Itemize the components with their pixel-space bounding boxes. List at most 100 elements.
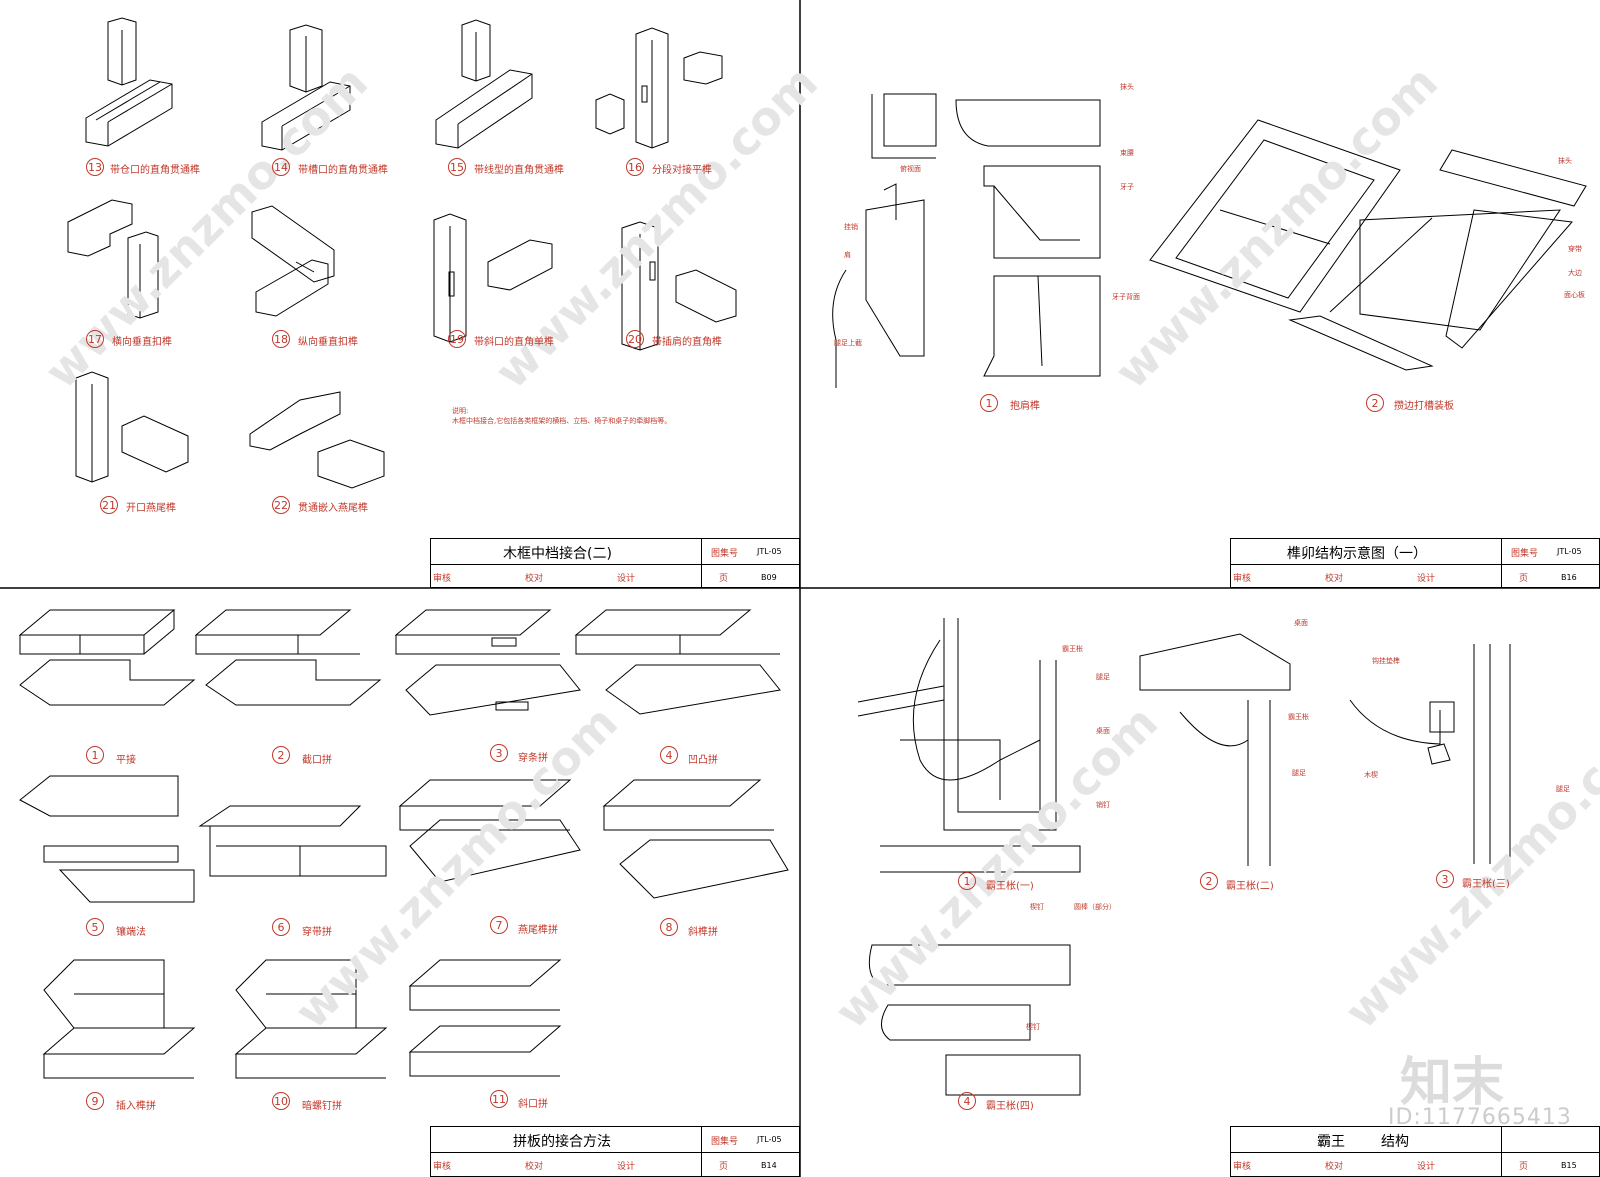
callout: 霸王枨	[1288, 713, 1309, 721]
item-label: 凹凸拼	[688, 755, 718, 766]
title-block-b15: 霸王 结构 审核 校对 设计 页 B15	[1230, 1126, 1600, 1177]
item-label: 带线型的直角贯通榫	[474, 165, 564, 176]
item-number: 22	[272, 496, 290, 514]
item-label: 带槽口的直角贯通榫	[298, 165, 388, 176]
design-label: 设计	[617, 574, 636, 584]
item-label: 带仓口的直角贯通榫	[110, 165, 200, 176]
title-block-b09: 木框中档接合(二) 图集号 JTL-05 审核 校对 设计 页 B09	[430, 538, 800, 588]
callout: 俯视面	[900, 165, 921, 173]
callout: 霸王枨	[1062, 645, 1083, 653]
callout: 腿足	[1556, 785, 1570, 793]
item-number: 11	[490, 1090, 508, 1108]
callout: 钩挂垫榫	[1372, 657, 1400, 665]
item-label: 横向垂直扣榫	[112, 337, 172, 348]
joint-22-drawing	[249, 391, 385, 489]
title-block-b16: 榫卯结构示意图（一） 图集号 JTL-05 审核 校对 设计 页 B16	[1230, 538, 1600, 588]
item-number: 9	[86, 1092, 104, 1110]
item-label: 斜口拼	[518, 1099, 548, 1110]
boards-1	[18, 609, 196, 706]
watermark-brand: 知末	[1400, 1053, 1505, 1113]
page-no: B09	[761, 573, 777, 582]
callout: 穿带	[1568, 245, 1582, 253]
boards-4	[574, 609, 781, 715]
design-label: 设计	[617, 1162, 636, 1172]
callout: 抹头	[1558, 157, 1572, 165]
item-number: 18	[272, 330, 290, 348]
item-number: 19	[448, 330, 466, 348]
design-label: 设计	[1417, 574, 1436, 584]
item-number: 3	[1436, 870, 1454, 888]
page-label: 页	[719, 1162, 729, 1172]
item-label: 开口燕尾榫	[126, 503, 176, 514]
item-label: 燕尾榫拼	[518, 925, 558, 936]
page-label: 页	[1519, 574, 1529, 584]
check-label: 校对	[1325, 1162, 1344, 1172]
page-label: 页	[719, 574, 729, 584]
callout: 牙子背面	[1112, 293, 1140, 301]
boards-11	[408, 959, 562, 1077]
callout: 大边	[1568, 269, 1582, 277]
check-label: 校对	[1325, 574, 1344, 584]
joint-16-drawing	[595, 27, 723, 149]
page-no: B16	[1561, 573, 1577, 582]
joint-14-drawing	[261, 24, 351, 151]
callout: 腿足上截	[834, 339, 862, 347]
item-label: 穿条拼	[518, 753, 548, 764]
check-label: 校对	[525, 574, 544, 584]
sheet-title-tail: 结构	[1381, 1134, 1409, 1150]
joint-18-drawing	[251, 205, 335, 317]
item-label: 霸王枨(一)	[986, 881, 1034, 892]
item-number: 6	[272, 918, 290, 936]
item-label: 带斜口的直角单榫	[474, 337, 554, 348]
brace-2-drawing	[1139, 633, 1291, 866]
item-number: 10	[272, 1092, 290, 1110]
item-number: 15	[448, 158, 466, 176]
check-label: 校对	[525, 1162, 544, 1172]
item-number: 21	[100, 496, 118, 514]
callout: 牙子	[1120, 183, 1134, 191]
review-label: 审核	[433, 1162, 452, 1172]
item-number: 7	[490, 916, 508, 934]
atlas-no: JTL-05	[757, 547, 782, 556]
atlas-label: 图集号	[711, 549, 739, 559]
callout: 腿足	[1292, 769, 1306, 777]
item-label: 霸王枨(三)	[1462, 879, 1510, 890]
item-label: 抱肩榫	[1010, 401, 1040, 412]
callout: 圆棒（部分）	[1074, 903, 1116, 911]
callout: 面心板	[1564, 291, 1585, 299]
item-number: 4	[958, 1092, 976, 1110]
review-label: 审核	[433, 574, 452, 584]
review-label: 审核	[1233, 1162, 1252, 1172]
callout: 挂销	[844, 223, 858, 231]
joint-21-drawing	[75, 371, 189, 483]
sheet-title: 霸王	[1317, 1134, 1345, 1150]
boards-2	[194, 609, 382, 706]
page-no: B14	[761, 1161, 777, 1170]
item-number: 17	[86, 330, 104, 348]
item-label: 霸王枨(二)	[1226, 881, 1274, 892]
callout: 楔钉	[1026, 1023, 1040, 1031]
item-label: 带插肩的直角榫	[652, 337, 722, 348]
item-number: 4	[660, 746, 678, 764]
joint-13-drawing	[85, 17, 173, 147]
brace-1-drawing	[857, 618, 1081, 873]
item-number: 2	[272, 746, 290, 764]
design-label: 设计	[1417, 1162, 1436, 1172]
atlas-no: JTL-05	[1557, 547, 1582, 556]
item-label: 穿带拼	[302, 927, 332, 938]
callout: 楔钉	[1030, 903, 1044, 911]
item-number: 3	[490, 744, 508, 762]
note-text: 木框中档接合,它包括各类框架的横档、立档、椅子和桌子的牵脚档等。	[452, 417, 672, 425]
item-number: 20	[626, 330, 644, 348]
item-number: 2	[1200, 872, 1218, 890]
sheet-title: 木框中档接合(二)	[503, 546, 612, 562]
atlas-label: 图集号	[1511, 549, 1539, 559]
boards-5	[19, 775, 195, 903]
callout: 销钉	[1096, 801, 1110, 809]
callout: 抹头	[1120, 83, 1134, 91]
callout: 腿足	[1096, 673, 1110, 681]
item-number: 5	[86, 918, 104, 936]
callout: 肩	[844, 251, 851, 259]
boards-3	[394, 609, 581, 716]
